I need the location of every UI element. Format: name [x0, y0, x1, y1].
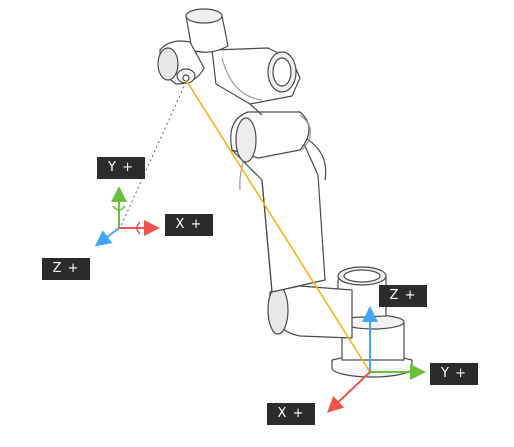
- upper-link: [211, 47, 301, 116]
- tcp-dotted-line: [119, 81, 187, 229]
- wrist-joint: [185, 8, 229, 71]
- tool-frame: [94, 186, 160, 247]
- base-x-axis: [327, 371, 371, 413]
- tool-x-rotation-icon: [136, 221, 141, 235]
- robot-base: [331, 314, 413, 378]
- base-y-label: Y +: [430, 363, 478, 385]
- tool-z-rotation-icon: [101, 231, 109, 243]
- tcp-to-base-line: [185, 79, 371, 373]
- tool-x-label: X +: [165, 214, 213, 236]
- base-frame: [327, 306, 426, 413]
- tool-z-label: Z +: [42, 258, 90, 280]
- base-z-label: Z +: [379, 285, 427, 307]
- tool-y-rotation-icon: [112, 205, 126, 211]
- robot-arm: [157, 8, 413, 378]
- base-x-label: X +: [267, 403, 315, 425]
- tool-flange: [157, 40, 205, 85]
- tool-z-axis: [94, 227, 120, 247]
- elbow-joint: [230, 111, 312, 163]
- tool-y-label: Y +: [97, 157, 145, 179]
